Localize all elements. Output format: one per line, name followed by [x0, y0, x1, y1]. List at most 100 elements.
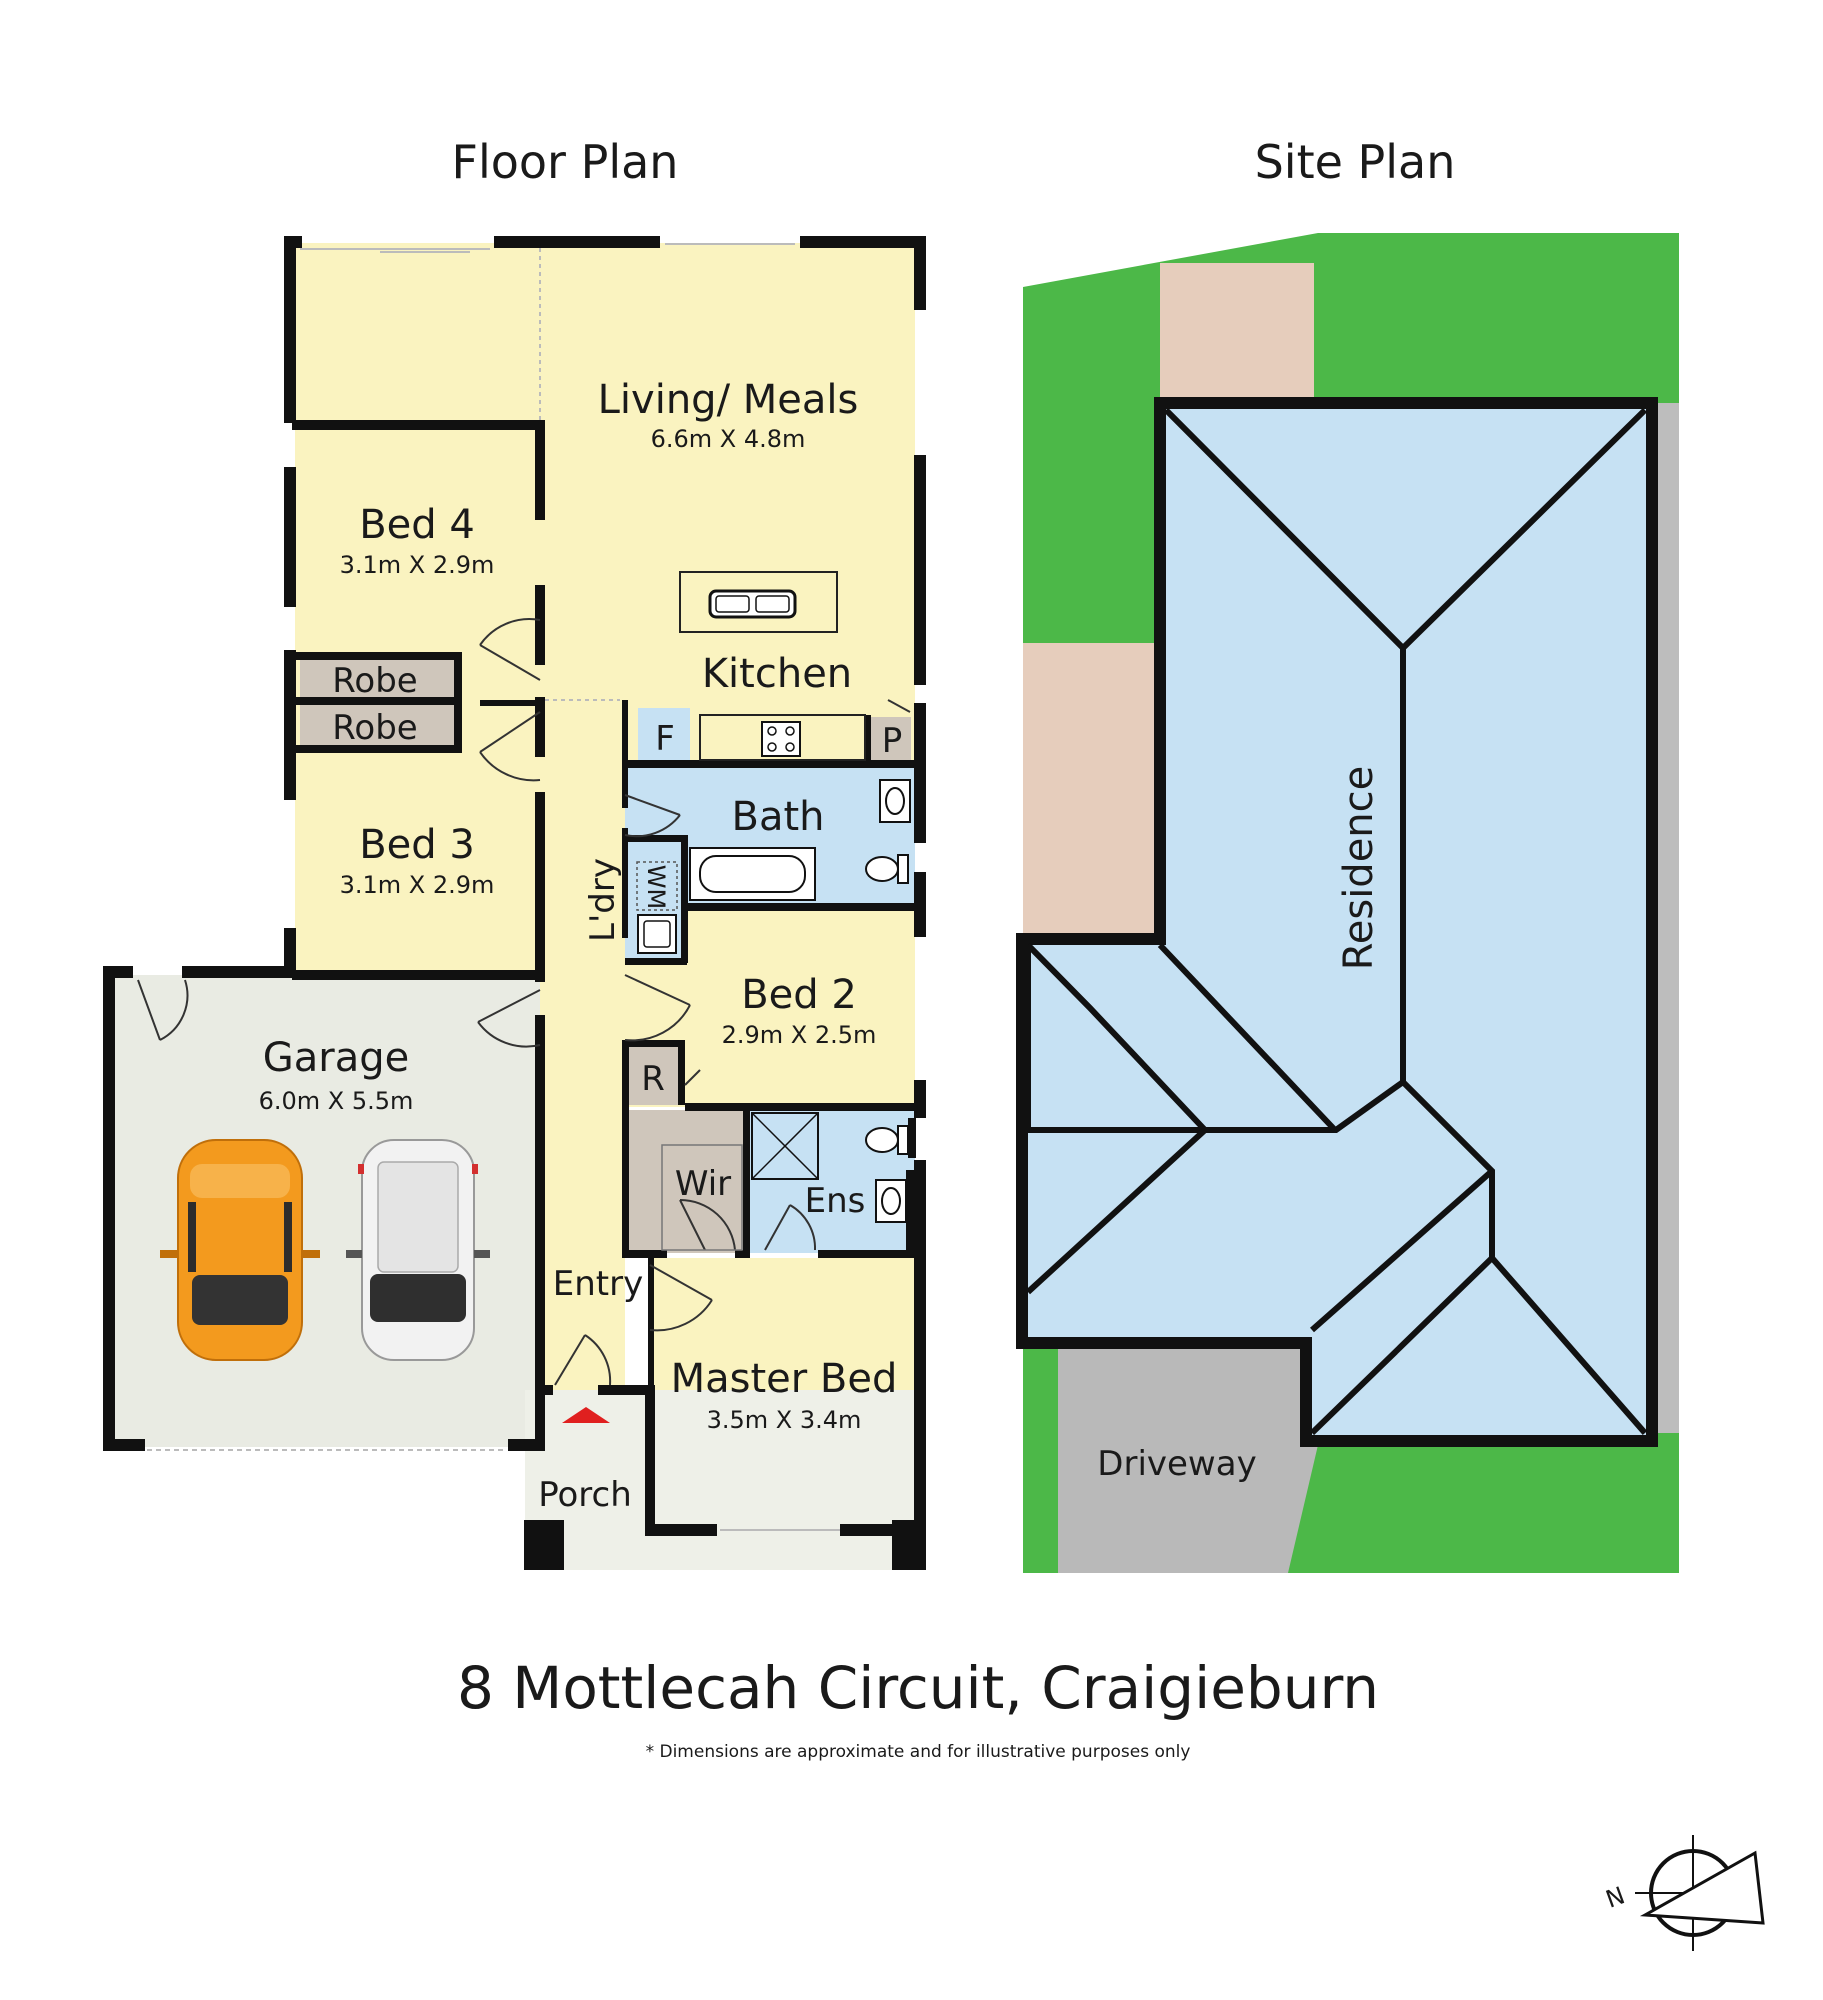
door-swing	[764, 1204, 817, 1251]
robe-upper-label: Robe	[332, 661, 417, 701]
wall	[535, 585, 545, 665]
driveway-label: Driveway	[1097, 1444, 1256, 1484]
wall	[524, 1520, 564, 1570]
wall	[622, 700, 628, 768]
wall	[622, 760, 916, 768]
residence-label: Residence	[1336, 766, 1382, 971]
wall	[454, 652, 462, 753]
wall	[480, 700, 540, 706]
kitchen-bench	[699, 714, 866, 761]
door-swing	[887, 699, 911, 713]
wall	[914, 1080, 926, 1118]
wall	[622, 1040, 629, 1255]
bath-label: Bath	[732, 794, 825, 840]
wall	[284, 236, 296, 423]
hallway-fill	[540, 700, 625, 1390]
wall	[906, 1170, 916, 1250]
ensuite-label: Ens	[805, 1181, 866, 1221]
wall	[645, 1385, 655, 1535]
kitchen-island	[679, 571, 838, 633]
wall	[284, 236, 302, 248]
bed3-label: Bed 3	[359, 822, 475, 868]
wall	[295, 652, 460, 660]
wall	[914, 236, 926, 310]
disclaimer-note: * Dimensions are approximate and for ill…	[646, 1742, 1191, 1762]
wall	[914, 703, 926, 843]
wall	[681, 835, 688, 963]
wall	[494, 236, 660, 248]
bed2-dimensions: 2.9m X 2.5m	[722, 1021, 877, 1049]
wall	[685, 1103, 917, 1111]
laundry-trough-icon	[637, 914, 677, 954]
wall	[622, 1250, 667, 1258]
paving-side	[1023, 643, 1158, 935]
wall	[535, 420, 545, 520]
wall	[914, 455, 926, 685]
wall	[908, 1118, 916, 1158]
white-car-icon	[346, 1139, 490, 1361]
wall	[292, 970, 542, 980]
door-swing	[624, 974, 691, 1042]
property-address: 8 Mottlecah Circuit, Craigieburn	[457, 1654, 1379, 1722]
bed2-label: Bed 2	[741, 972, 857, 1018]
robe-lower-label: Robe	[332, 708, 417, 748]
door-swing	[554, 1334, 612, 1386]
door-swing	[684, 1069, 701, 1086]
robe-fill-lower	[300, 705, 458, 747]
bed4-label: Bed 4	[359, 502, 475, 548]
bed4-dimensions: 3.1m X 2.9m	[340, 551, 495, 579]
floor-plan-heading: Floor Plan	[452, 135, 679, 189]
living-meals-dimensions: 6.6m X 4.8m	[651, 425, 806, 453]
pantry-fill	[871, 717, 911, 762]
wall	[284, 650, 296, 800]
wall	[645, 1524, 717, 1536]
toilet-icon	[865, 854, 909, 884]
wall	[622, 1040, 682, 1047]
wall	[535, 792, 545, 982]
shower-icon	[751, 1112, 819, 1180]
door-swing	[137, 979, 189, 1041]
wall	[914, 872, 926, 937]
wall	[892, 1520, 926, 1570]
floor-plan-walls	[103, 236, 926, 1570]
wall	[625, 835, 687, 842]
fridge-fill	[638, 708, 690, 763]
wir-fill	[625, 1110, 745, 1253]
garage-label: Garage	[263, 1035, 409, 1081]
wall	[284, 467, 296, 607]
garage-dimensions: 6.0m X 5.5m	[259, 1087, 414, 1115]
wall	[182, 966, 294, 978]
ensuite-toilet-icon	[865, 1125, 909, 1155]
wir-shelf-outline	[661, 1144, 743, 1251]
wall	[103, 1439, 145, 1451]
wall	[295, 697, 460, 705]
site-plan: Residence Driveway	[1016, 233, 1679, 1573]
pantry-label: P	[882, 721, 903, 761]
wall	[818, 1250, 916, 1258]
linen-fill	[625, 1045, 685, 1105]
wall	[103, 966, 115, 1451]
wall	[648, 1250, 654, 1390]
bathtub-icon	[689, 847, 816, 901]
door-swings	[137, 618, 911, 1386]
door-swing	[479, 618, 541, 681]
porch-label: Porch	[538, 1475, 632, 1515]
entry-label: Entry	[553, 1264, 643, 1304]
wall	[535, 1385, 545, 1443]
compass-icon	[1635, 1835, 1765, 1951]
wall	[598, 1385, 653, 1395]
linen-label: R	[641, 1059, 665, 1099]
wall	[622, 828, 628, 938]
windows	[147, 243, 840, 1531]
washing-machine-label: WM	[642, 865, 670, 909]
wall	[678, 1040, 685, 1105]
floor-plan: Living/ Meals 6.6m X 4.8m Bed 4 3.1m X 2…	[103, 236, 926, 1570]
wall	[800, 236, 926, 248]
wall	[535, 1015, 545, 1385]
fridge-label: F	[655, 719, 675, 759]
master-bed-label: Master Bed	[671, 1356, 898, 1402]
wir-label: Wir	[675, 1164, 731, 1204]
wall	[292, 420, 542, 430]
laundry-label: L'dry	[583, 858, 623, 942]
